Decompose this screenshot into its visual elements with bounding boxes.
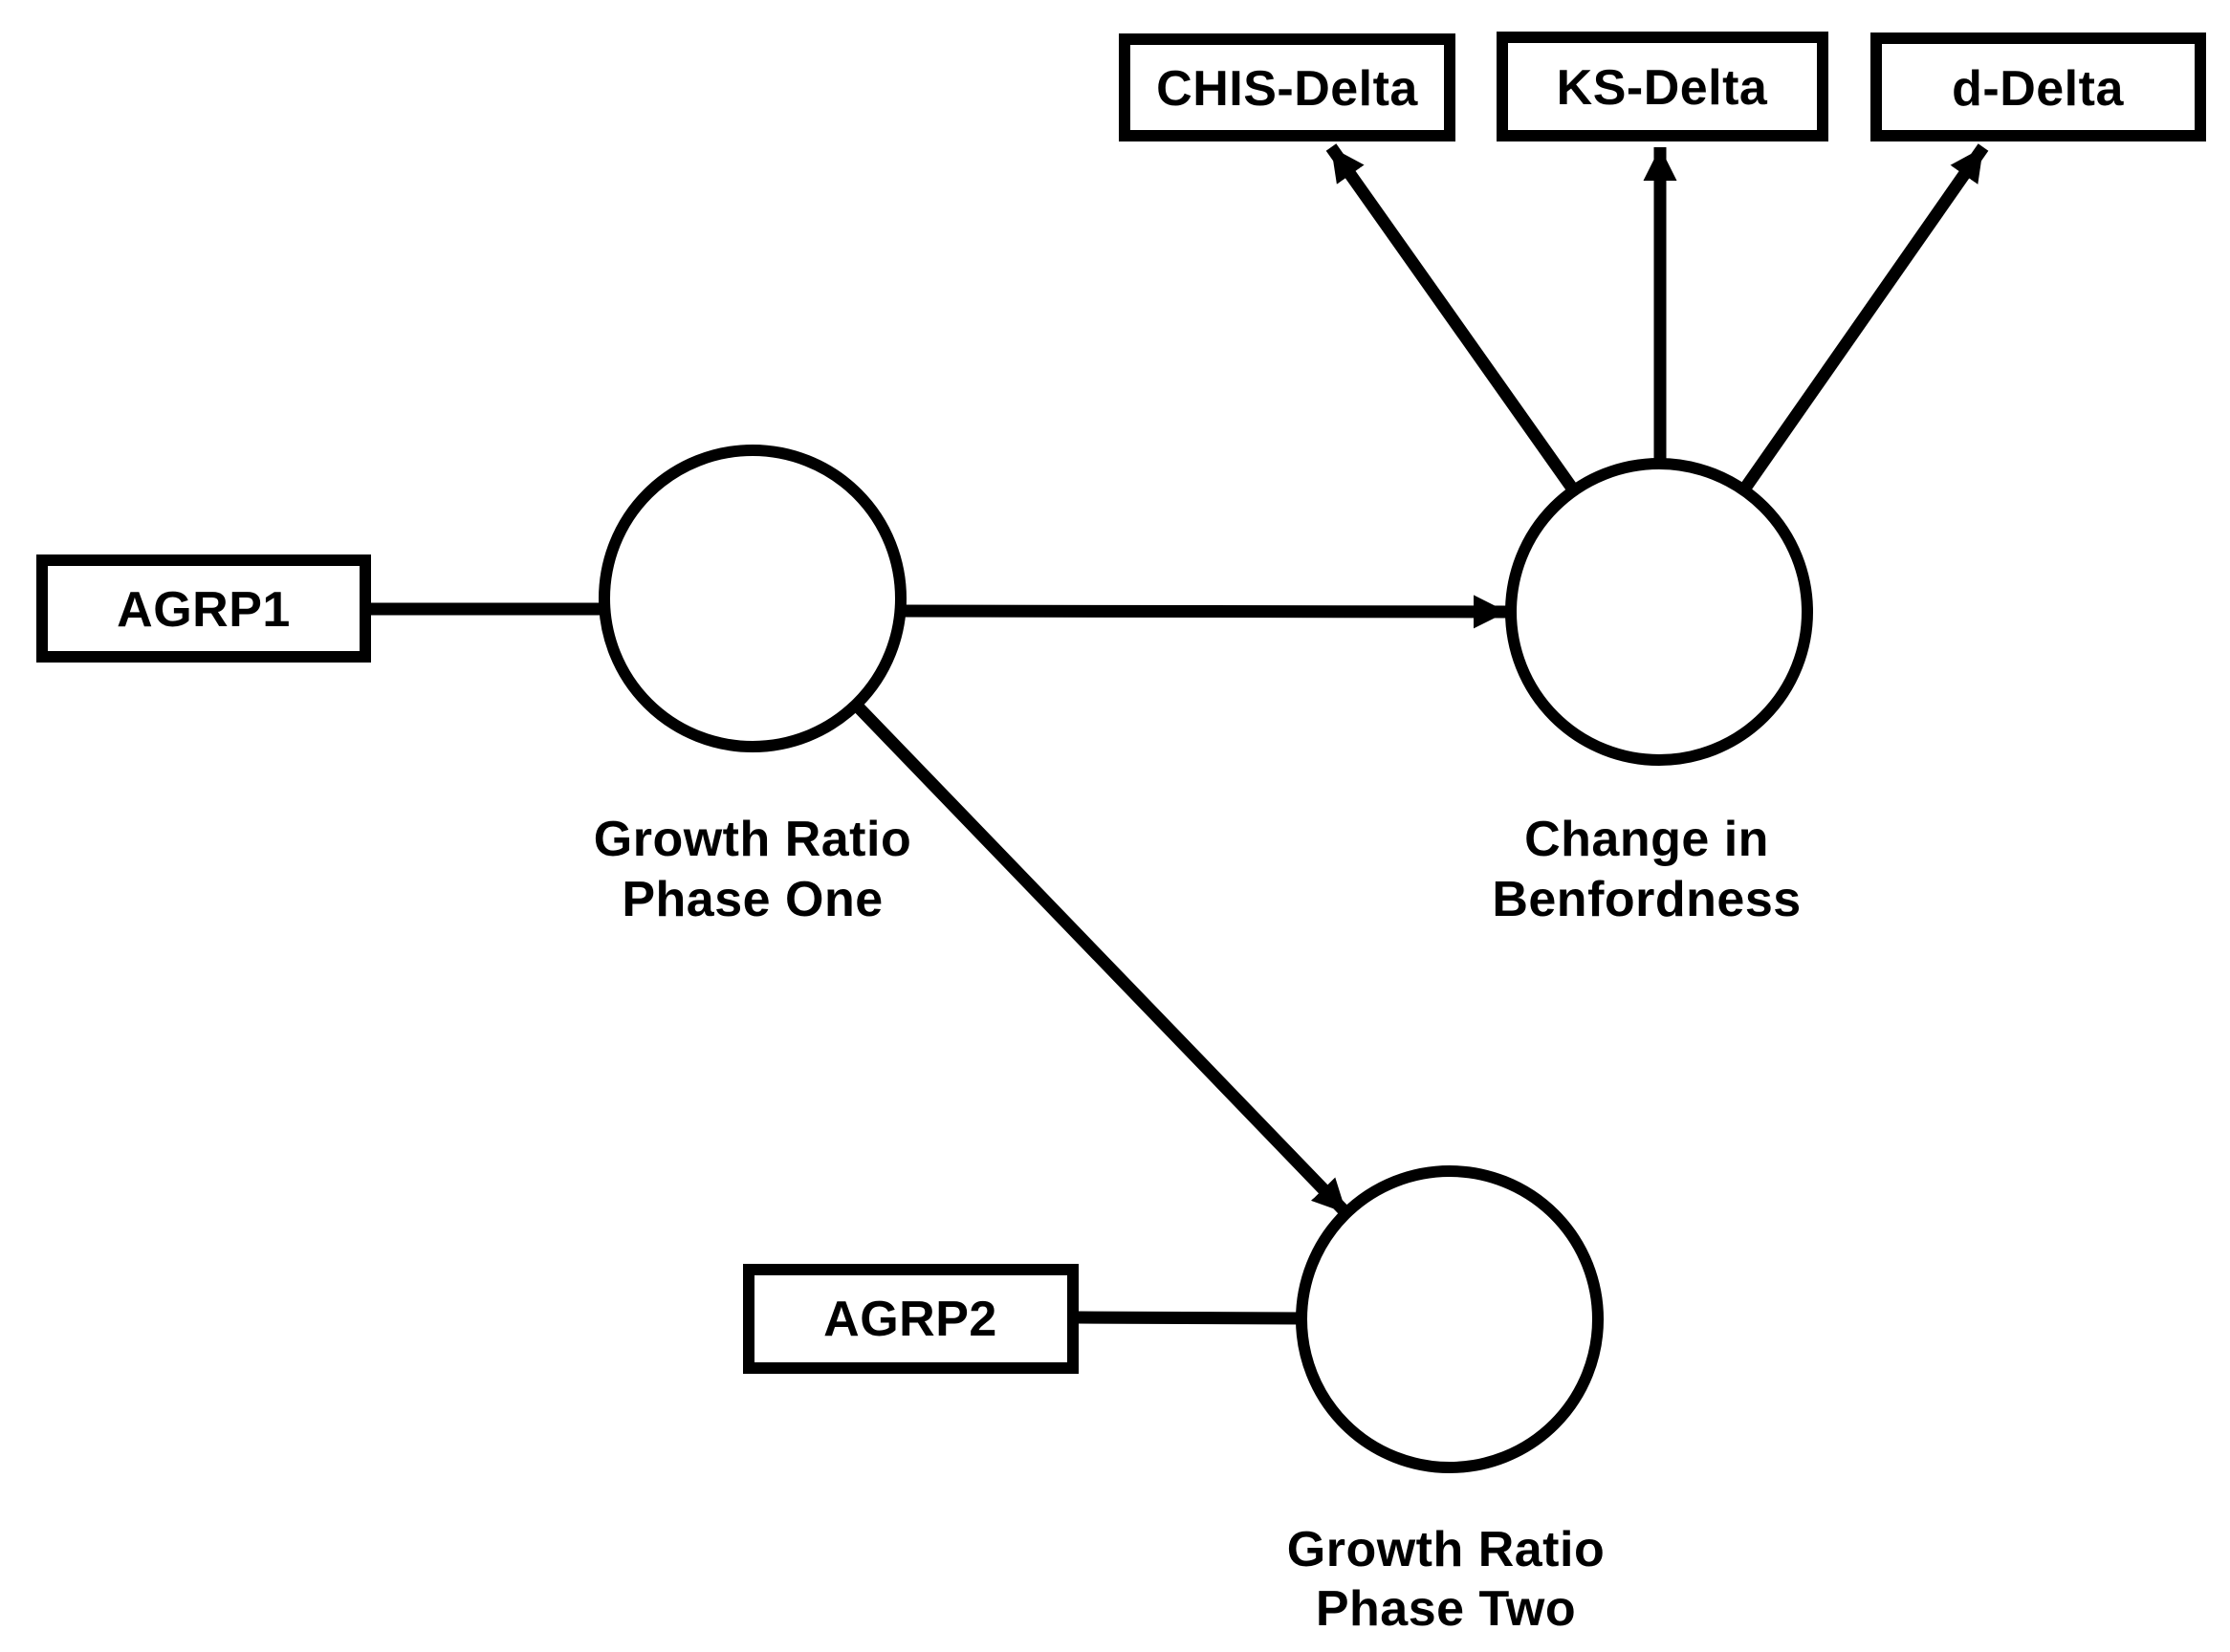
arrow-growth-ratio-phase-one-to-growth-ratio-phase-two	[851, 700, 1351, 1218]
chis-delta-box	[1119, 33, 1455, 141]
growth-ratio-phase-one-circle	[599, 445, 907, 752]
growth-ratio-phase-two-label-line1: Growth Ratio	[1287, 1522, 1605, 1577]
edge-agrp2-to-growth-ratio-phase-two	[1076, 1311, 1304, 1325]
agrp2-label: AGRP2	[823, 1292, 997, 1347]
growth-ratio-phase-two-circle	[1296, 1165, 1604, 1473]
change-in-benfordness-label-line1: Change in	[1524, 812, 1769, 867]
d-delta-label: d-Delta	[1952, 61, 2124, 117]
change-in-benfordness-label-line2: Benfordness	[1492, 872, 1801, 927]
arrow-change-in-benfordness-to-d-delta	[1738, 143, 1989, 493]
growth-ratio-phase-one-label-line2: Phase One	[622, 872, 883, 927]
arrow-growth-ratio-phase-one-to-change-in-benfordness	[898, 595, 1508, 629]
agrp1-label: AGRP1	[117, 582, 291, 638]
agrp1-box	[36, 554, 371, 663]
change-in-benfordness-circle	[1505, 458, 1813, 766]
chis-delta-label: CHIS-Delta	[1156, 61, 1418, 117]
arrow-change-in-benfordness-to-chis-delta	[1325, 143, 1579, 493]
growth-ratio-phase-one-label-line1: Growth Ratio	[594, 812, 911, 867]
d-delta-box	[1870, 33, 2206, 141]
ks-delta-box	[1497, 32, 1828, 141]
growth-ratio-phase-two-label-line2: Phase Two	[1316, 1581, 1576, 1637]
ks-delta-label: KS-Delta	[1557, 60, 1768, 116]
agrp2-box	[743, 1264, 1079, 1374]
